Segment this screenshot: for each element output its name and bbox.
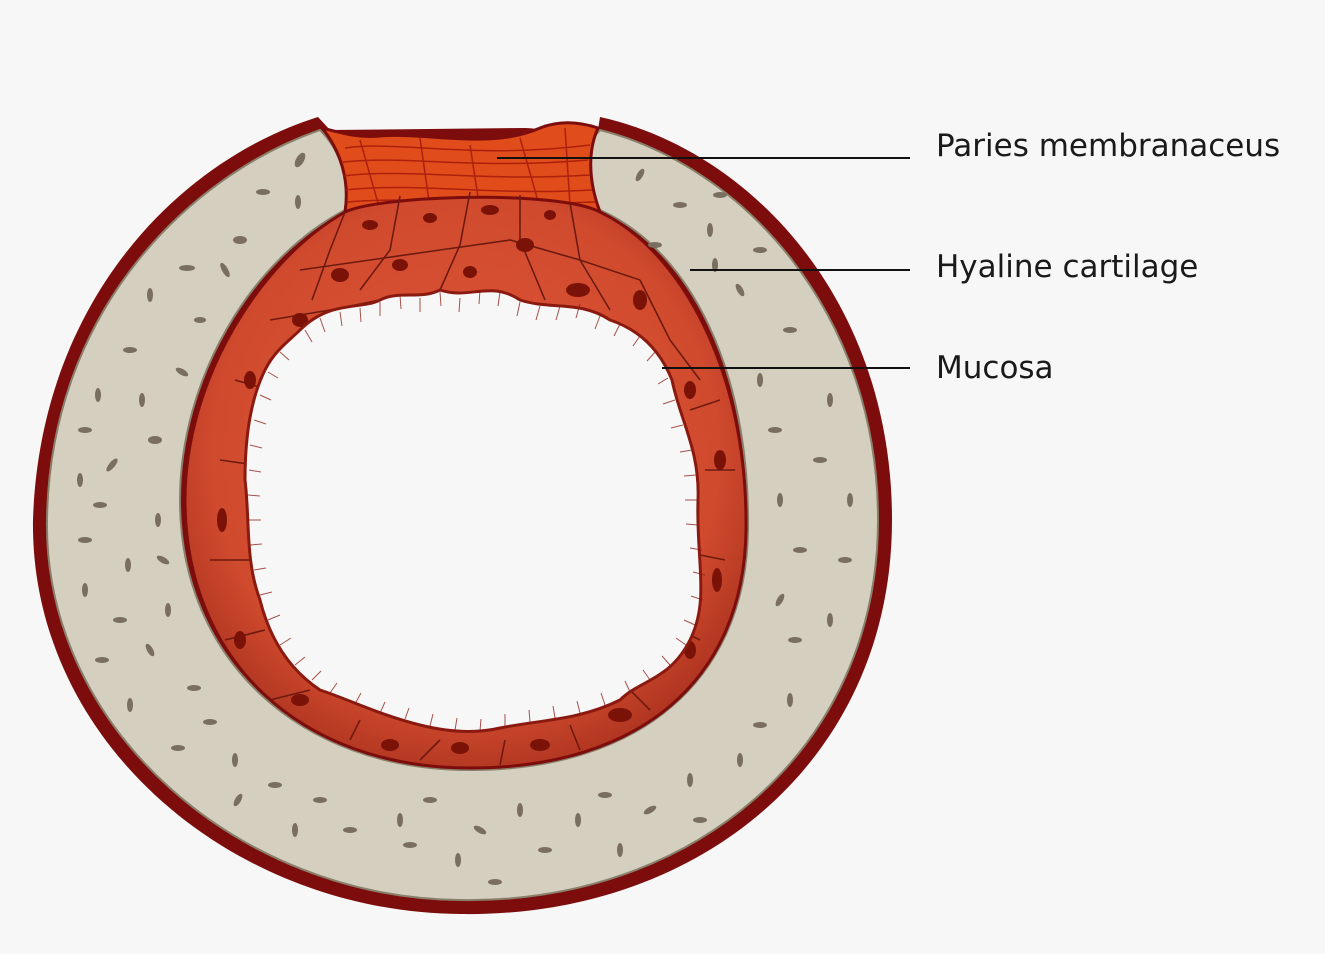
label-mucosa: Mucosa bbox=[936, 350, 1054, 386]
cilia bbox=[247, 289, 706, 732]
lumen bbox=[243, 288, 703, 733]
nuclei bbox=[217, 205, 726, 754]
label-paries-membranaceus: Paries membranaceus bbox=[936, 128, 1281, 164]
paries-membranaceus bbox=[317, 121, 603, 214]
label-hyaline-cartilage: Hyaline cartilage bbox=[936, 249, 1199, 285]
chondrocytes bbox=[77, 152, 853, 885]
